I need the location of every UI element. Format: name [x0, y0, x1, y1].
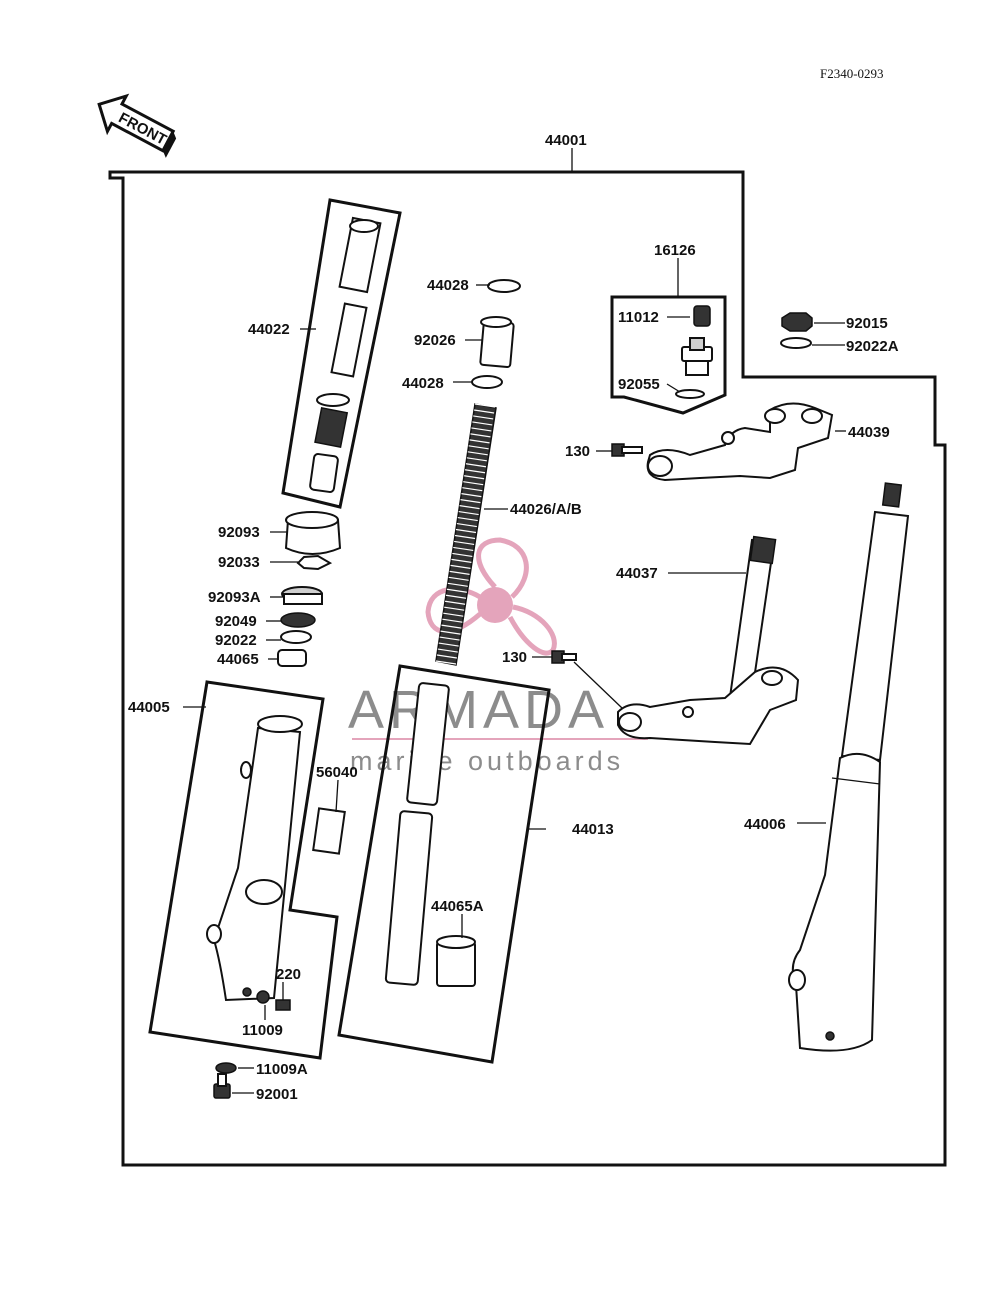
label-56040: 56040 [316, 764, 358, 781]
label-130-lower: 130 [502, 649, 527, 666]
spring-coil [454, 540, 475, 546]
spring-coil [439, 636, 460, 641]
spring-coil [474, 409, 495, 414]
label-92022A: 92022A [846, 338, 899, 355]
spring-coil [459, 505, 480, 510]
label-92093A: 92093A [208, 589, 261, 606]
spring-coil [474, 403, 496, 408]
spring-coil [458, 510, 479, 516]
spring-coil [436, 654, 457, 659]
front-arrow-icon: FRONT [97, 93, 177, 158]
fork-spring [435, 403, 497, 666]
bolt-130-lower [551, 650, 623, 709]
spring-coil [435, 660, 457, 665]
spring-coil [469, 439, 490, 444]
label-44065A: 44065A [431, 898, 484, 915]
spring-coil [461, 493, 482, 498]
label-44006: 44006 [744, 816, 786, 833]
spring-coil [457, 516, 478, 522]
spring-coil [463, 481, 484, 486]
label-44005: 44005 [128, 699, 170, 716]
label-92033: 92033 [218, 554, 260, 571]
label-44001: 44001 [545, 132, 587, 149]
spring-coil [451, 558, 472, 563]
label-92093: 92093 [218, 524, 260, 541]
spring-coil [448, 576, 469, 581]
label-92001: 92001 [256, 1086, 298, 1103]
fork-leg-44006 [788, 482, 910, 1052]
spring-coil [447, 582, 468, 587]
spacer-parts [471, 279, 521, 389]
label-11009: 11009 [242, 1022, 283, 1039]
label-44065: 44065 [217, 651, 259, 668]
spring-coil [450, 564, 471, 569]
watermark-logo-icon [425, 537, 557, 656]
label-44026: 44026/A/B [510, 501, 582, 518]
label-44028-top: 44028 [427, 277, 469, 294]
spring-coil [468, 445, 489, 450]
label-44039: 44039 [848, 424, 890, 441]
spring-coil [454, 534, 476, 540]
assembly-outline [108, 148, 947, 1167]
spring-coil [440, 630, 461, 635]
spring-coil [462, 487, 483, 492]
label-44022: 44022 [248, 321, 290, 338]
watermark-brand: ARMADA [348, 680, 609, 740]
spring-coil [443, 612, 464, 617]
spring-coil [467, 451, 488, 456]
label-220: 220 [276, 966, 301, 983]
panel-44022 [281, 198, 402, 509]
label-92055: 92055 [618, 376, 660, 393]
spring-coil [455, 528, 477, 534]
spring-coil [438, 642, 459, 647]
spring-coil [437, 648, 458, 653]
spring-coil [456, 522, 477, 528]
drain-hardware [213, 1062, 237, 1099]
spring-coil [452, 552, 473, 558]
label-44037: 44037 [616, 565, 658, 582]
label-44028-bottom: 44028 [402, 375, 444, 392]
spring-coil [449, 570, 470, 575]
spring-coil [473, 415, 494, 420]
diagram-code: F2340-0293 [820, 66, 884, 81]
label-11012: 11012 [618, 309, 659, 326]
spring-coil [472, 421, 493, 426]
bolt-130-upper [611, 443, 643, 457]
spring-coil [464, 475, 485, 480]
spring-coil [446, 588, 467, 593]
spring-coil [444, 600, 466, 605]
label-92015: 92015 [846, 315, 888, 332]
spring-coil [442, 618, 463, 623]
label-92049: 92049 [215, 613, 257, 630]
label-92026: 92026 [414, 332, 456, 349]
spring-coil [471, 427, 492, 432]
label-16126: 16126 [654, 242, 696, 259]
spring-coil [453, 546, 474, 552]
panel-16126 [610, 295, 727, 415]
label-92022: 92022 [215, 632, 257, 649]
spring-coil [466, 457, 487, 462]
seal-stack [277, 511, 342, 667]
spring-coil [444, 606, 465, 611]
spring-coil [460, 499, 481, 504]
spring-coil [445, 594, 467, 599]
spring-coil [441, 624, 462, 629]
spring-coil [465, 463, 487, 468]
spring-coil [470, 433, 491, 438]
panel-44005 [148, 680, 346, 1060]
panel-44013 [337, 664, 551, 1064]
label-11009A: 11009A [256, 1061, 308, 1078]
upper-bracket-44039 [646, 402, 834, 482]
label-44013: 44013 [572, 821, 614, 838]
spring-coil [464, 469, 486, 474]
label-130-upper: 130 [565, 443, 590, 460]
nut-washer [780, 312, 813, 349]
stem-bracket-44037 [617, 535, 800, 746]
watermark-tagline: marine outboards [350, 746, 624, 776]
